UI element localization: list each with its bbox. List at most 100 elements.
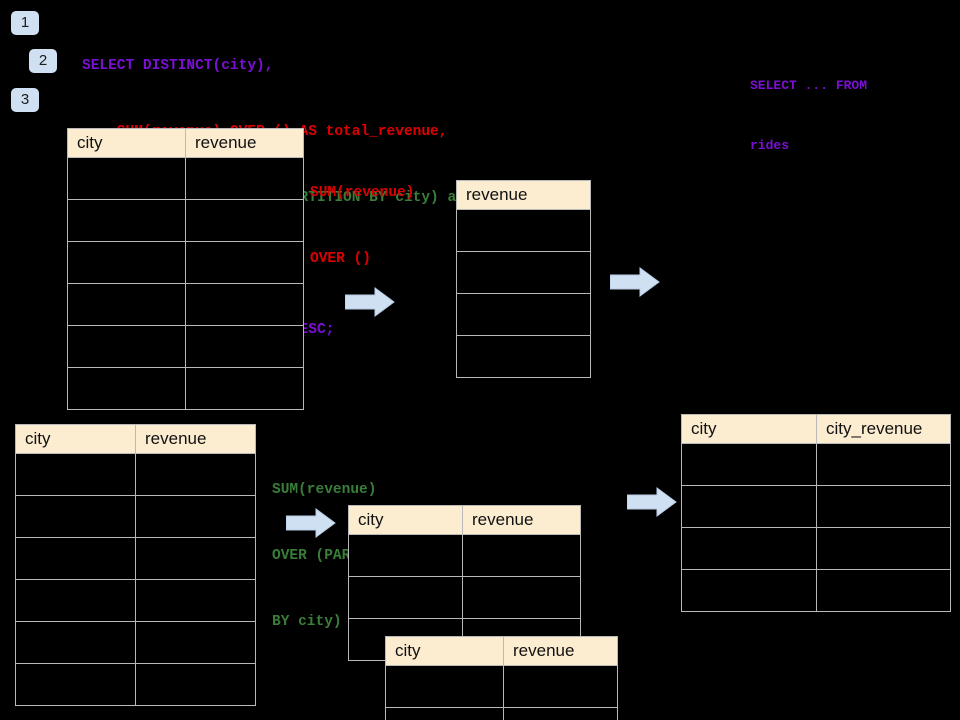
side-note-line-1: SELECT ... FROM [750, 78, 868, 93]
table-header-row: city city_revenue [681, 414, 951, 444]
table-row [67, 367, 304, 410]
cell-city [348, 534, 463, 577]
cell-revenue [456, 293, 591, 336]
arrow-total-to-final-icon [610, 267, 660, 297]
column-header-revenue: revenue [135, 424, 256, 454]
table-header-row: city revenue [15, 424, 256, 454]
cell-revenue [503, 707, 618, 720]
annotation-partition-window-line-3: BY city) [272, 614, 342, 630]
table-header-row: revenue [456, 180, 591, 210]
table-row [15, 663, 256, 706]
cell-city [385, 665, 504, 708]
table-row [385, 707, 618, 720]
table-row [15, 579, 256, 622]
cell-revenue [185, 241, 304, 284]
cell-revenue [462, 534, 581, 577]
cell-city [681, 527, 817, 570]
step-badge-3[interactable]: 3 [11, 88, 39, 112]
column-header-revenue: revenue [503, 636, 618, 666]
table-rides-source-top: city revenue [67, 128, 304, 410]
cell-city-revenue [816, 485, 951, 528]
table-header-row: city revenue [67, 128, 304, 158]
table-total-revenue-result: revenue [456, 180, 591, 378]
cell-city-revenue [816, 443, 951, 486]
arrow-partition-to-final-icon [627, 487, 677, 517]
step-badge-2[interactable]: 2 [29, 49, 57, 73]
cell-city [681, 443, 817, 486]
cell-city [67, 283, 186, 326]
cell-revenue [135, 663, 256, 706]
table-row [681, 527, 951, 570]
column-header-revenue: revenue [456, 180, 591, 210]
cell-revenue [135, 621, 256, 664]
cell-city-revenue [816, 527, 951, 570]
table-row [681, 443, 951, 486]
table-row [456, 335, 591, 378]
cell-revenue [135, 495, 256, 538]
cell-city [15, 495, 136, 538]
column-header-city: city [385, 636, 504, 666]
cell-revenue [135, 579, 256, 622]
table-row [15, 495, 256, 538]
cell-city [15, 579, 136, 622]
table-rides-source-bottom: city revenue [15, 424, 256, 706]
arrow-source-to-partition-icon [286, 508, 336, 538]
table-row [348, 534, 581, 577]
cell-city [67, 367, 186, 410]
cell-city-revenue [816, 569, 951, 612]
table-partition-group-b: city revenue [385, 636, 618, 720]
table-row [681, 485, 951, 528]
table-row [67, 283, 304, 326]
cell-city [348, 576, 463, 619]
annotation-total-window-line-2: OVER () [310, 251, 371, 267]
cell-revenue [185, 283, 304, 326]
cell-city [15, 537, 136, 580]
sql-line-select: SELECT DISTINCT(city), [82, 58, 274, 74]
table-row [456, 293, 591, 336]
annotation-partition-window-line-1: SUM(revenue) [272, 482, 377, 498]
cell-revenue [185, 199, 304, 242]
cell-revenue [135, 537, 256, 580]
table-row [67, 157, 304, 200]
cell-revenue [185, 325, 304, 368]
table-row [456, 209, 591, 252]
arrow-source-to-total-icon [345, 287, 395, 317]
cell-city [681, 569, 817, 612]
table-row [67, 241, 304, 284]
cell-revenue [503, 665, 618, 708]
table-header-row: city revenue [385, 636, 618, 666]
table-row [15, 621, 256, 664]
column-header-city: city [348, 505, 463, 535]
annotation-total-window-line-1: SUM(revenue) [310, 185, 415, 201]
column-header-city: city [681, 414, 817, 444]
cell-city [67, 241, 186, 284]
table-final-result: city city_revenue [681, 414, 951, 612]
cell-revenue [185, 367, 304, 410]
column-header-city: city [67, 128, 186, 158]
table-row [456, 251, 591, 294]
table-row [385, 665, 618, 708]
side-note-select-from: SELECT ... FROM rides [750, 36, 867, 196]
table-row [348, 576, 581, 619]
cell-city [15, 621, 136, 664]
column-header-city-revenue: city_revenue [816, 414, 951, 444]
column-header-revenue: revenue [462, 505, 581, 535]
cell-revenue [456, 251, 591, 294]
cell-city [681, 485, 817, 528]
cell-city [67, 199, 186, 242]
cell-city [385, 707, 504, 720]
column-header-revenue: revenue [185, 128, 304, 158]
cell-city [15, 453, 136, 496]
table-row [67, 325, 304, 368]
cell-revenue [456, 335, 591, 378]
annotation-total-window: SUM(revenue) OVER () [310, 138, 414, 314]
cell-revenue [462, 576, 581, 619]
column-header-city: city [15, 424, 136, 454]
step-badge-1[interactable]: 1 [11, 11, 39, 35]
table-header-row: city revenue [348, 505, 581, 535]
cell-city [67, 325, 186, 368]
cell-city [15, 663, 136, 706]
table-row [15, 537, 256, 580]
table-row [67, 199, 304, 242]
